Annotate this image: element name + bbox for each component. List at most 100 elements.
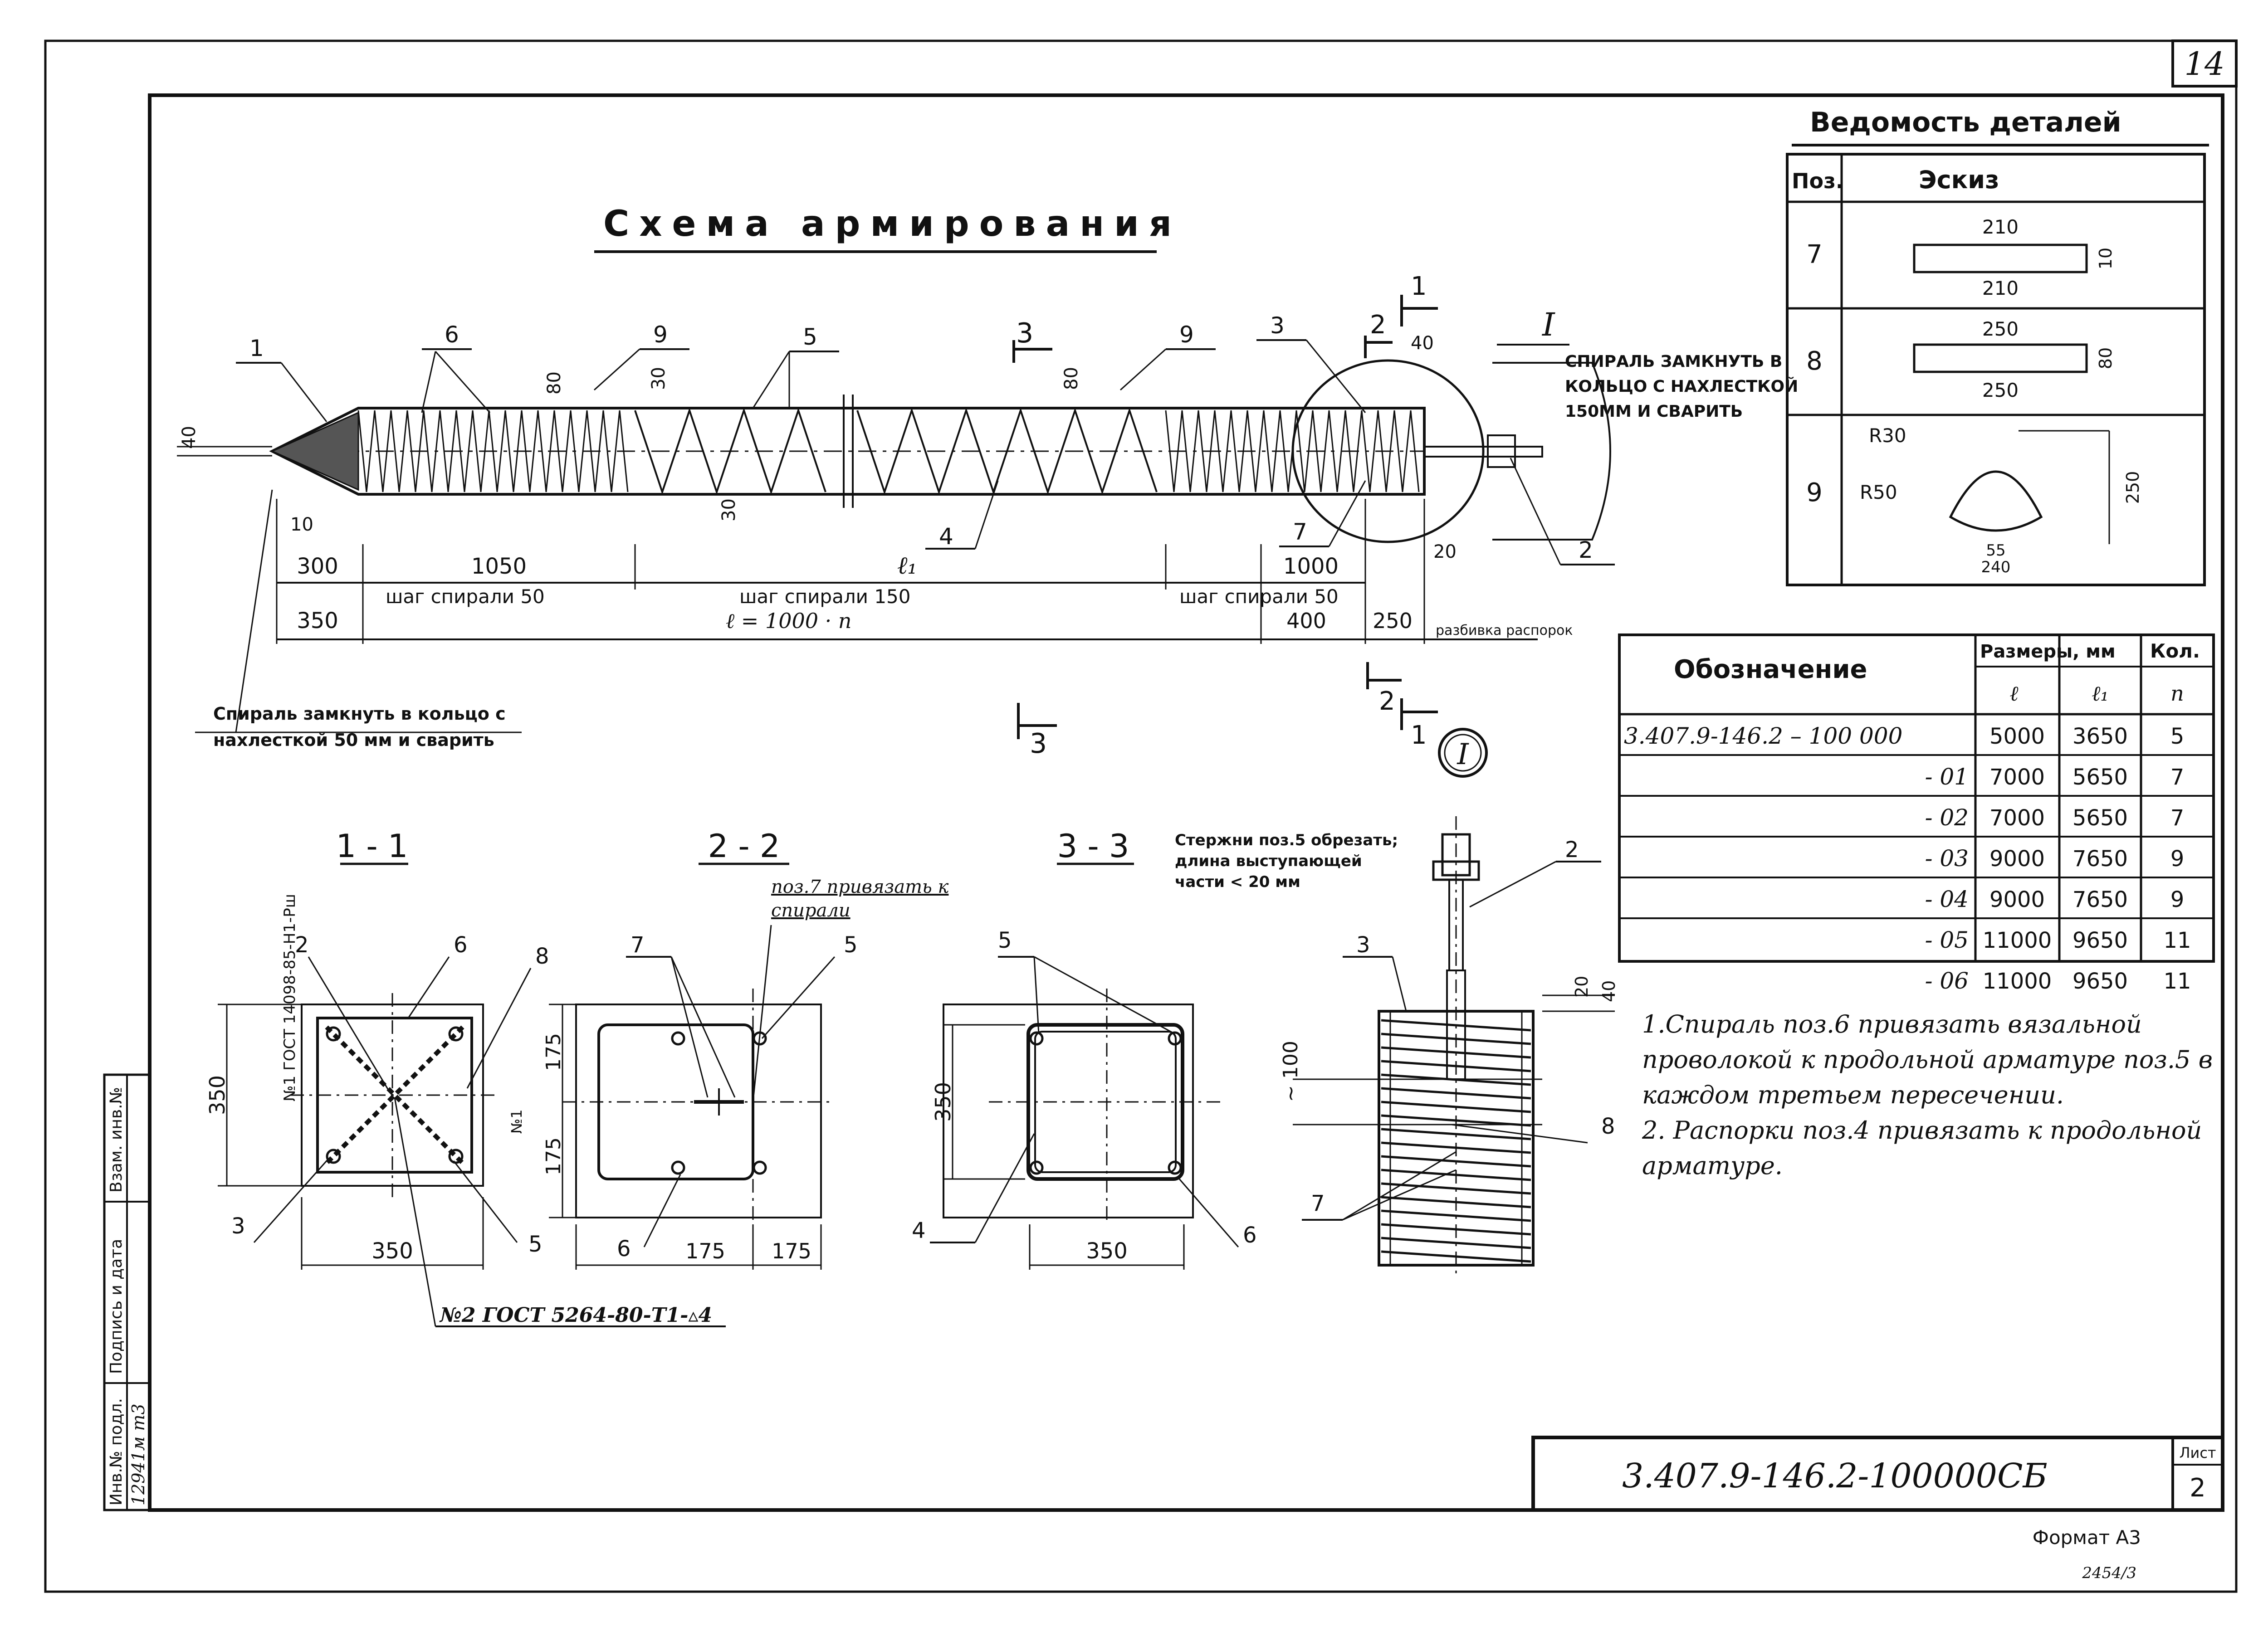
note-1: 1.Спираль поз.6 привязать вязальной пров…: [1642, 1010, 2213, 1109]
callout-9a: 9: [653, 322, 668, 348]
svg-text:1 - 1: 1 - 1: [336, 828, 408, 865]
spec-cell-l1: 3650: [2072, 724, 2128, 749]
svg-text:175: 175: [685, 1239, 725, 1263]
svg-text:2 - 2: 2 - 2: [708, 828, 780, 865]
col-designation: Обозначение: [1674, 655, 1867, 684]
svg-text:шаг спирали 150: шаг спирали 150: [739, 585, 911, 608]
left-strip: Инв.№ подл. Подпись и дата Взам. инв.№ 1…: [103, 1073, 151, 1511]
svg-text:10: 10: [290, 514, 313, 535]
spec-cell-l1: 9650: [2072, 969, 2128, 994]
svg-text:250: 250: [1982, 318, 2019, 340]
spec-cell-l1: 9650: [2072, 928, 2128, 953]
svg-text:ℓ: ℓ: [2009, 681, 2019, 706]
svg-text:1050: 1050: [471, 554, 527, 579]
svg-text:~ 100: ~ 100: [1279, 1041, 1302, 1102]
spec-cell-l: 7000: [1989, 765, 2045, 790]
spec-cell-l: 7000: [1989, 805, 2045, 831]
callout-2: 2: [1579, 537, 1593, 563]
title-stamp: 3.407.9-146.2-100000СБ Лист 2: [1531, 1436, 2224, 1512]
spec-cell-l1: 7650: [2072, 846, 2128, 872]
svg-text:210: 210: [1982, 277, 2019, 299]
notes-block: 1.Спираль поз.6 привязать вязальной пров…: [1642, 1010, 2213, 1180]
svg-text:40: 40: [1411, 333, 1434, 354]
svg-text:250: 250: [1982, 379, 2019, 401]
svg-text:3: 3: [1030, 728, 1047, 760]
svg-text:250: 250: [2123, 471, 2143, 504]
main-elevation: I: [269, 306, 1611, 543]
svg-text:3: 3: [1356, 932, 1370, 958]
spec-cell-l1: 7650: [2072, 887, 2128, 912]
svg-text:5: 5: [528, 1232, 543, 1257]
spec-cell-n: 9: [2170, 846, 2185, 872]
svg-text:5: 5: [844, 932, 858, 958]
svg-text:6: 6: [617, 1236, 631, 1262]
svg-text:Взам. инв.№: Взам. инв.№: [107, 1087, 126, 1193]
svg-text:№1 ГОСТ 14098-85-Н1-Рш: №1 ГОСТ 14098-85-Н1-Рш: [281, 894, 299, 1101]
svg-text:350: 350: [205, 1075, 230, 1115]
detail-7-sketch: [1913, 244, 2088, 273]
section-3-3: 3 - 3 350 350 Стержни поз.5 обрезать; дл…: [912, 828, 1398, 1270]
spec-cell-designation: 3.407.9-146.2 – 100 000: [1624, 723, 1902, 749]
spec-cell-designation: - 06: [1925, 968, 1969, 994]
callout-4: 4: [939, 523, 953, 550]
svg-text:Подпись и дата: Подпись и дата: [107, 1239, 126, 1374]
spec-cell-n: 5: [2170, 724, 2185, 749]
svg-text:1000: 1000: [1283, 554, 1339, 579]
svg-text:40: 40: [179, 426, 200, 449]
col-qty: Кол.: [2150, 640, 2200, 662]
svg-text:Лист: Лист: [2179, 1444, 2216, 1462]
svg-text:3 - 3: 3 - 3: [1057, 828, 1129, 865]
svg-text:20: 20: [1433, 541, 1457, 562]
svg-text:1: 1: [1411, 721, 1427, 750]
svg-text:шаг спирали 50: шаг спирали 50: [386, 585, 545, 608]
spec-cell-l: 9000: [1989, 887, 2045, 912]
node-I: 20 40 ~ 100 2 3 8 7: [1279, 816, 1619, 1279]
svg-text:2: 2: [1565, 837, 1579, 862]
svg-text:300: 300: [297, 554, 338, 579]
sheet-number: 14: [2184, 45, 2224, 83]
footnote: 2454/3: [2082, 1564, 2136, 1582]
spec-cell-n: 9: [2170, 887, 2185, 912]
svg-text:разбивка распорок: разбивка распорок: [1436, 623, 1573, 638]
note-left: Спираль замкнуть в кольцо с нахлесткой 5…: [213, 704, 506, 750]
svg-text:350: 350: [297, 608, 338, 633]
col-pos: Поз.: [1792, 169, 1843, 193]
pos-8: 8: [1806, 346, 1823, 376]
callout-9b: 9: [1179, 322, 1194, 348]
svg-text:ℓ₁: ℓ₁: [2092, 681, 2109, 706]
svg-text:350: 350: [371, 1238, 413, 1264]
details-table-title: Ведомость деталей: [1810, 107, 2121, 138]
svg-text:6: 6: [1243, 1223, 1257, 1248]
pos-7: 7: [1806, 240, 1823, 269]
note-right: спираль замкнуть в кольцо с нахлесткой 1…: [1565, 352, 1799, 421]
main-notes: спираль замкнуть в кольцо с нахлесткой 1…: [195, 352, 1799, 778]
outer-frame: [44, 39, 2238, 1593]
main-small-dims: 80 30 80 40 40 10 30 20: [177, 333, 1457, 562]
spec-cell-n: 11: [2163, 928, 2191, 953]
svg-text:175: 175: [542, 1137, 565, 1175]
spiral-sparse: [634, 407, 1158, 495]
section-mark-3-top: 3: [1016, 317, 1033, 349]
svg-text:3: 3: [231, 1213, 245, 1239]
svg-text:240: 240: [1981, 558, 2011, 576]
svg-text:5: 5: [998, 928, 1012, 953]
details-table: Ведомость деталей Поз. Эскиз 7 210 210 1…: [1786, 107, 2209, 586]
spec-cell-l: 9000: [1989, 846, 2045, 872]
pos-9: 9: [1806, 478, 1823, 507]
svg-text:350: 350: [1086, 1238, 1128, 1264]
section-mark-2-top: 2: [1370, 310, 1386, 340]
node-I-circle: [1291, 359, 1485, 543]
svg-text:2: 2: [295, 932, 309, 958]
svg-text:ℓ₁: ℓ₁: [897, 551, 917, 580]
spec-cell-l: 5000: [1989, 724, 2045, 749]
svg-text:n: n: [2170, 681, 2184, 706]
svg-text:8: 8: [535, 944, 549, 969]
col-sketch: Эскиз: [1919, 166, 1999, 194]
spec-cell-l1: 5650: [2072, 805, 2128, 831]
node-label-I: I: [1457, 738, 1469, 771]
svg-text:R50: R50: [1860, 481, 1897, 503]
svg-text:8: 8: [1601, 1114, 1615, 1139]
svg-text:80: 80: [1061, 367, 1082, 390]
svg-text:175: 175: [772, 1239, 811, 1263]
svg-text:350: 350: [931, 1082, 955, 1122]
